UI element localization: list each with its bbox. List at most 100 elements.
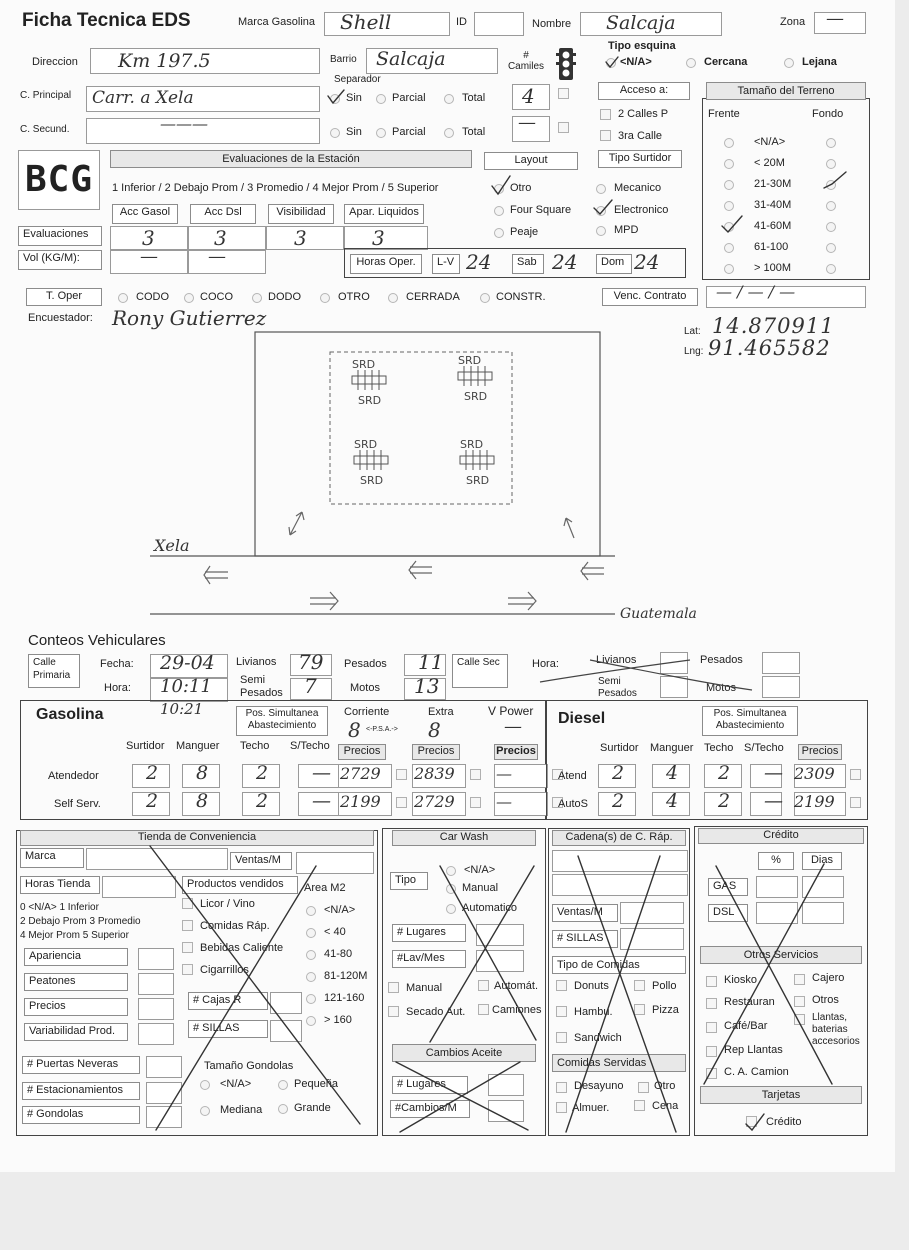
store-area-radio-1[interactable]	[306, 928, 316, 938]
corner-far-radio[interactable]	[784, 58, 794, 68]
fastfood-seats-field[interactable]	[620, 928, 684, 950]
food-type-checkbox-1[interactable]	[634, 980, 645, 991]
counts-moto-field[interactable]	[404, 678, 446, 700]
counts-sec-light-field[interactable]	[660, 652, 688, 674]
counts-time-field[interactable]	[150, 678, 228, 702]
fastfood-sales-field[interactable]	[620, 902, 684, 924]
gas-field-1-1[interactable]	[182, 792, 220, 816]
trucks2-checkbox[interactable]	[558, 122, 569, 133]
trucks-checkbox[interactable]	[558, 88, 569, 99]
service-checkbox-4[interactable]	[706, 1022, 717, 1033]
fastfood-chain-field-1[interactable]	[552, 850, 688, 872]
separator2-none-radio[interactable]	[330, 128, 340, 138]
store-brand-field[interactable]	[86, 848, 228, 870]
store-product-checkbox-0[interactable]	[182, 898, 193, 909]
op-dodo-radio[interactable]	[252, 293, 262, 303]
gas-price-field-0-1[interactable]	[412, 764, 466, 788]
service-checkbox-7[interactable]	[706, 1068, 717, 1079]
service-checkbox-1[interactable]	[794, 974, 805, 985]
gas-price-checkbox-0-2[interactable]	[552, 769, 563, 780]
op-codo-radio[interactable]	[118, 293, 128, 303]
store-rating-field-1[interactable]	[138, 973, 174, 995]
credit-dsl-days-field[interactable]	[802, 902, 844, 924]
zone-field[interactable]	[814, 12, 866, 34]
eval-field-4[interactable]	[344, 226, 428, 250]
terrain-front-radio-2[interactable]	[724, 180, 734, 190]
gas-price-field-0-0[interactable]	[338, 764, 392, 788]
store-sales-field[interactable]	[296, 852, 374, 874]
gas-field-0-0[interactable]	[132, 764, 170, 788]
store-rating-field-0[interactable]	[138, 948, 174, 970]
layout-button[interactable]: Layout	[484, 152, 578, 170]
service-checkbox-5[interactable]	[794, 1014, 805, 1025]
shelf-large-radio[interactable]	[278, 1104, 288, 1114]
dsl-field-0-3[interactable]	[750, 764, 782, 788]
separator-partial-radio[interactable]	[376, 94, 386, 104]
store-area-radio-5[interactable]	[306, 1016, 316, 1026]
store-product-checkbox-3[interactable]	[182, 964, 193, 975]
counts-date-field[interactable]	[150, 654, 228, 678]
terrain-back-radio-5[interactable]	[826, 243, 836, 253]
separator2-partial-radio[interactable]	[376, 128, 386, 138]
store-cash-field[interactable]	[270, 992, 302, 1014]
op-constr-radio[interactable]	[480, 293, 490, 303]
access-2calles-checkbox[interactable]	[600, 109, 611, 120]
terrain-back-radio-1[interactable]	[826, 159, 836, 169]
terrain-front-radio-5[interactable]	[724, 243, 734, 253]
store-parking-field[interactable]	[146, 1082, 182, 1104]
dsl-field-0-1[interactable]	[652, 764, 690, 788]
store-fridge-field[interactable]	[146, 1056, 182, 1078]
carwash-auto-radio[interactable]	[446, 904, 456, 914]
gas-price-field-0-2[interactable]	[494, 764, 548, 788]
trucks2-field[interactable]	[512, 116, 550, 142]
store-product-checkbox-1[interactable]	[182, 920, 193, 931]
store-area-radio-3[interactable]	[306, 972, 316, 982]
eval-field-1[interactable]	[110, 226, 188, 250]
store-rating-field-3[interactable]	[138, 1023, 174, 1045]
store-hours-field[interactable]	[102, 876, 176, 898]
contract-field[interactable]	[706, 286, 866, 308]
vol-field-1[interactable]	[110, 250, 188, 274]
carwash-opt-auto-checkbox[interactable]	[478, 980, 489, 991]
served-lunch-checkbox[interactable]	[556, 1102, 567, 1113]
oil-changes-field[interactable]	[488, 1100, 524, 1122]
gas-price-checkbox-1-1[interactable]	[470, 797, 481, 808]
dsl-field-0-0[interactable]	[598, 764, 636, 788]
eval-field-3[interactable]	[266, 226, 344, 250]
op-coco-radio[interactable]	[184, 293, 194, 303]
gas-field-0-1[interactable]	[182, 764, 220, 788]
pump-type-button[interactable]: Tipo Surtidor	[598, 150, 682, 168]
terrain-front-radio-0[interactable]	[724, 138, 734, 148]
gas-price-checkbox-0-0[interactable]	[396, 769, 407, 780]
operation-button[interactable]: T. Oper	[26, 288, 102, 306]
access-3calle-checkbox[interactable]	[600, 130, 611, 141]
dsl-field-1-1[interactable]	[652, 792, 690, 816]
terrain-back-radio-6[interactable]	[826, 264, 836, 274]
counts-sec-moto-field[interactable]	[762, 676, 800, 698]
service-checkbox-6[interactable]	[706, 1046, 717, 1057]
dsl-field-1-0[interactable]	[598, 792, 636, 816]
terrain-back-radio-4[interactable]	[826, 222, 836, 232]
dsl-price-checkbox-1[interactable]	[850, 797, 861, 808]
corner-near-radio[interactable]	[686, 58, 696, 68]
vol-field-2[interactable]	[188, 250, 266, 274]
id-field[interactable]	[474, 12, 524, 36]
gas-price-field-1-2[interactable]	[494, 792, 548, 816]
carwash-washes-field[interactable]	[476, 950, 524, 972]
secondary-road-field[interactable]	[86, 118, 320, 144]
dsl-field-0-2[interactable]	[704, 764, 742, 788]
brand-field[interactable]	[324, 12, 450, 36]
food-type-checkbox-2[interactable]	[556, 1006, 567, 1017]
gas-field-1-2[interactable]	[242, 792, 280, 816]
store-area-radio-2[interactable]	[306, 950, 316, 960]
access-button[interactable]: Acceso a:	[598, 82, 690, 100]
counts-light-field[interactable]	[290, 654, 332, 676]
separator2-total-radio[interactable]	[444, 128, 454, 138]
food-type-checkbox-4[interactable]	[556, 1032, 567, 1043]
gas-price-checkbox-0-1[interactable]	[470, 769, 481, 780]
terrain-back-radio-0[interactable]	[826, 138, 836, 148]
food-type-checkbox-3[interactable]	[634, 1004, 645, 1015]
service-checkbox-3[interactable]	[794, 996, 805, 1007]
carwash-opt-dryer-checkbox[interactable]	[388, 1006, 399, 1017]
eval-field-2[interactable]	[188, 226, 266, 250]
